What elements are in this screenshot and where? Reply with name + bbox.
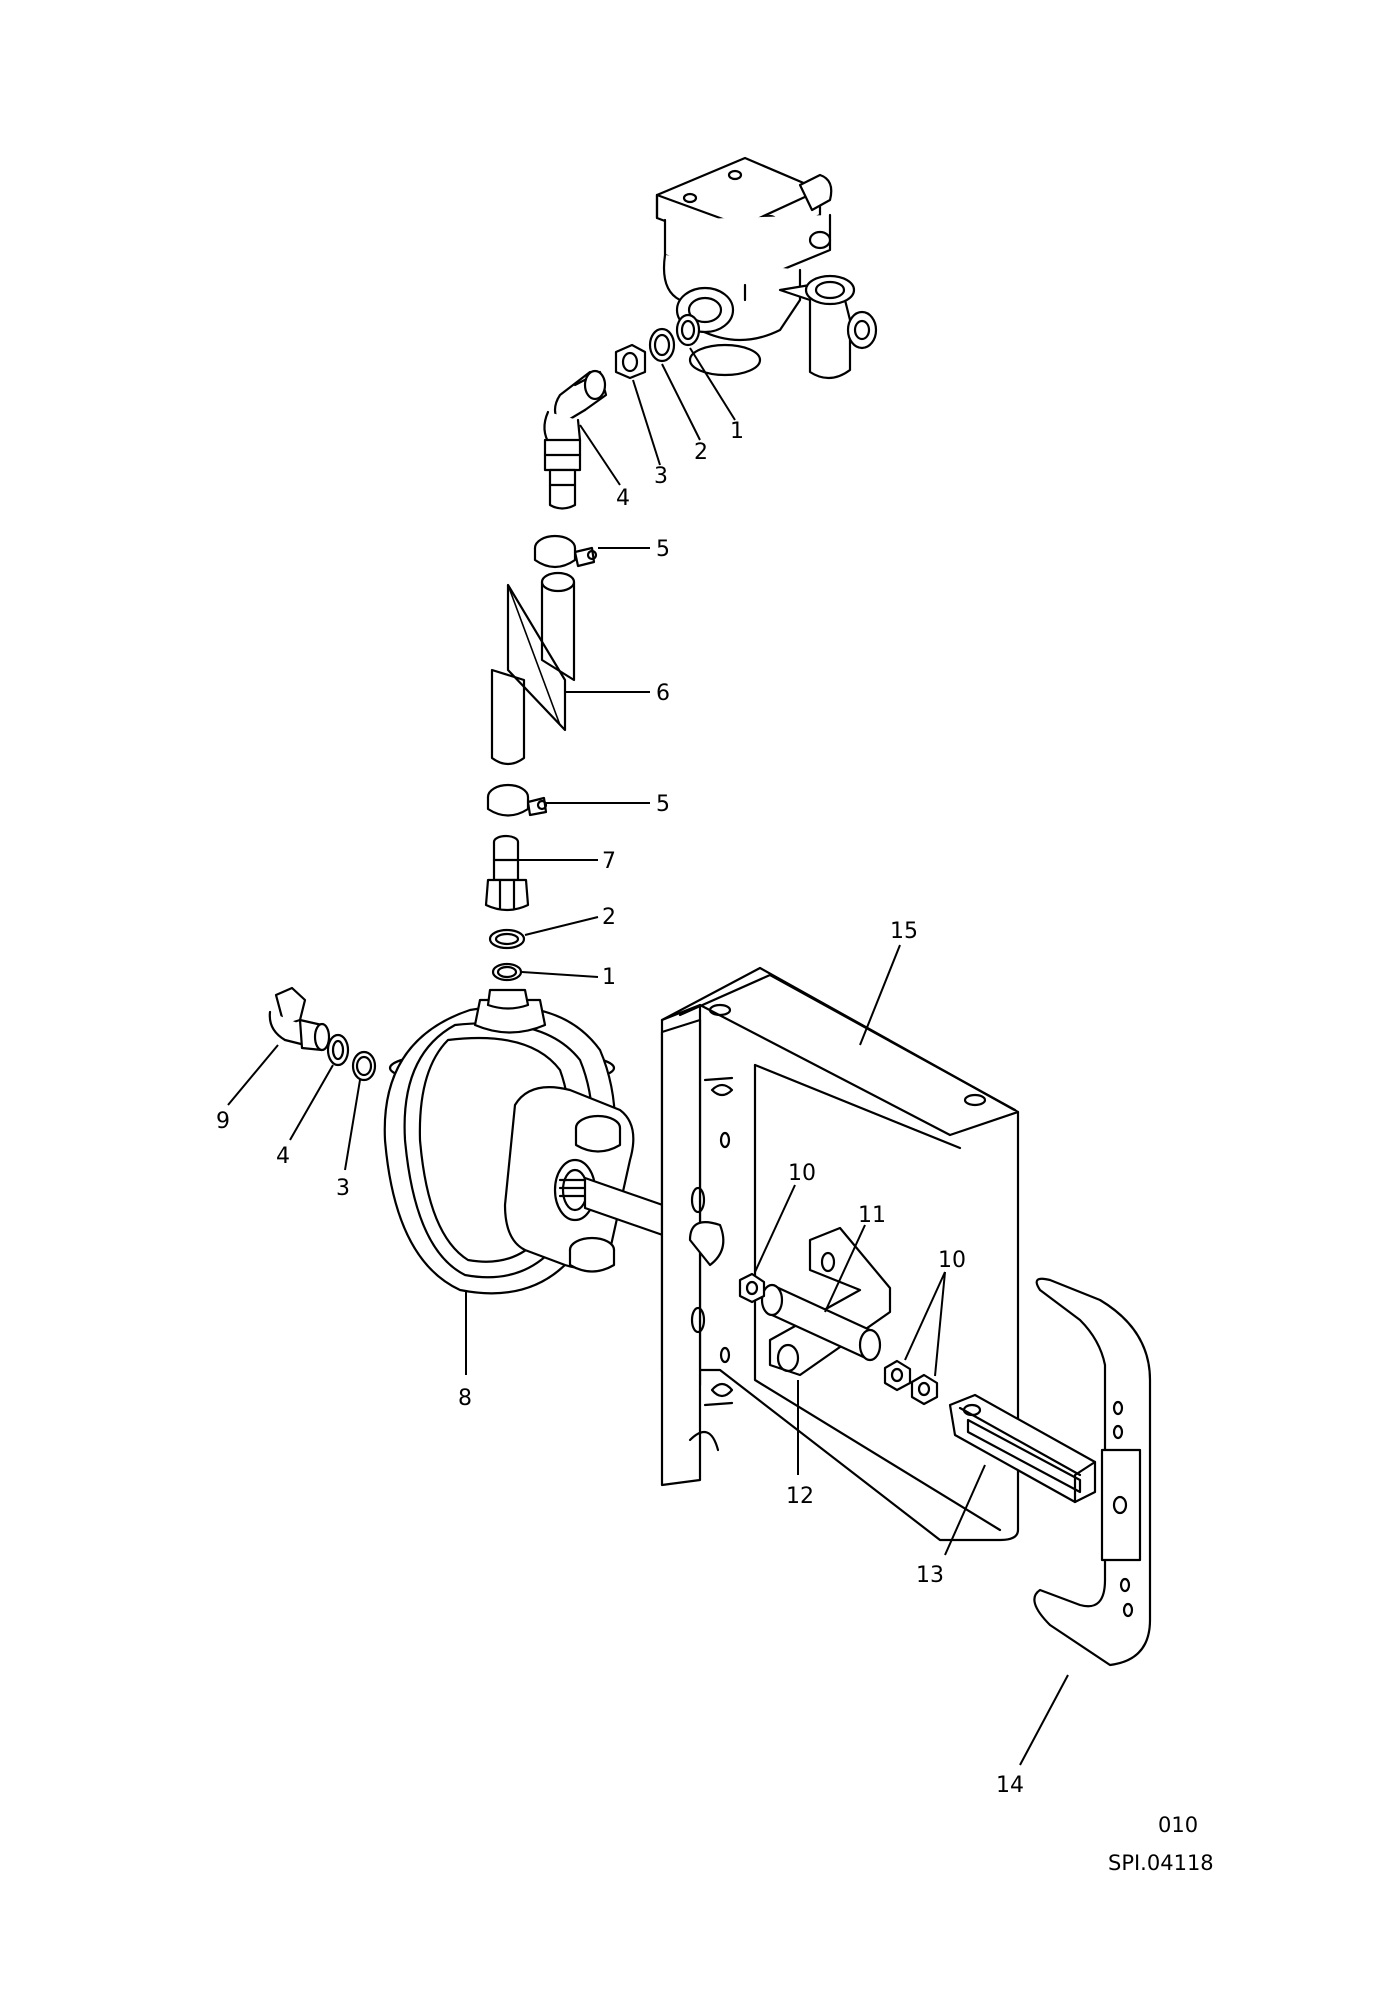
callout-5-top: 5	[656, 537, 670, 562]
drawing-reference: SPI.04118	[1108, 1851, 1214, 1875]
callout-4-top: 4	[616, 486, 630, 511]
seal-ring-4-left	[326, 1033, 350, 1067]
nut-3-top	[614, 343, 647, 380]
callout-4-left: 4	[276, 1144, 290, 1169]
callout-2-bottom: 2	[602, 905, 616, 930]
lever-14	[1033, 1277, 1152, 1667]
callout-3-left: 3	[336, 1176, 350, 1201]
callout-6: 6	[656, 681, 670, 706]
callout-7: 7	[602, 849, 616, 874]
hose-6	[490, 571, 576, 766]
sheet-number: 010	[1158, 1813, 1198, 1837]
seal-ring-1-top	[675, 313, 701, 347]
callout-1-top: 1	[730, 419, 744, 444]
nut-10-left	[738, 1272, 766, 1304]
callout-13: 13	[916, 1563, 944, 1588]
callout-12: 12	[786, 1484, 814, 1509]
elbow-fitting-4	[543, 369, 608, 510]
callout-3-top: 3	[654, 464, 668, 489]
valve-assembly	[655, 156, 878, 380]
nut-10-right-a	[883, 1359, 912, 1392]
fitting-7	[484, 834, 530, 912]
callout-2-top: 2	[694, 440, 708, 465]
callout-8: 8	[458, 1386, 472, 1411]
callout-5-bottom: 5	[656, 792, 670, 817]
callout-15: 15	[890, 919, 918, 944]
lever-bracket-11	[760, 1226, 892, 1377]
brake-chamber-8	[383, 988, 710, 1295]
callout-1-bottom: 1	[602, 965, 616, 990]
hose-clamp-5-bottom	[486, 783, 548, 817]
callout-labels: 1 2 3 4 5 6 5 7 2 1 15 9 4 3 10 11 10 8 …	[216, 419, 1024, 1798]
leader-lines	[227, 347, 1069, 1766]
callout-10-left: 10	[788, 1161, 816, 1186]
hose-clamp-5-top	[533, 534, 598, 569]
callout-9: 9	[216, 1109, 230, 1134]
seal-ring-1-bottom	[491, 962, 523, 982]
seal-ring-2-top	[648, 327, 676, 363]
nut-10-right-b	[910, 1373, 939, 1406]
callout-11: 11	[858, 1203, 886, 1228]
seal-ring-3-left	[351, 1050, 377, 1082]
callout-14: 14	[996, 1773, 1024, 1798]
seal-ring-2-bottom	[488, 928, 526, 950]
clevis-13	[948, 1393, 1097, 1504]
callout-10-right: 10	[938, 1248, 966, 1273]
fitting-9	[268, 986, 331, 1052]
